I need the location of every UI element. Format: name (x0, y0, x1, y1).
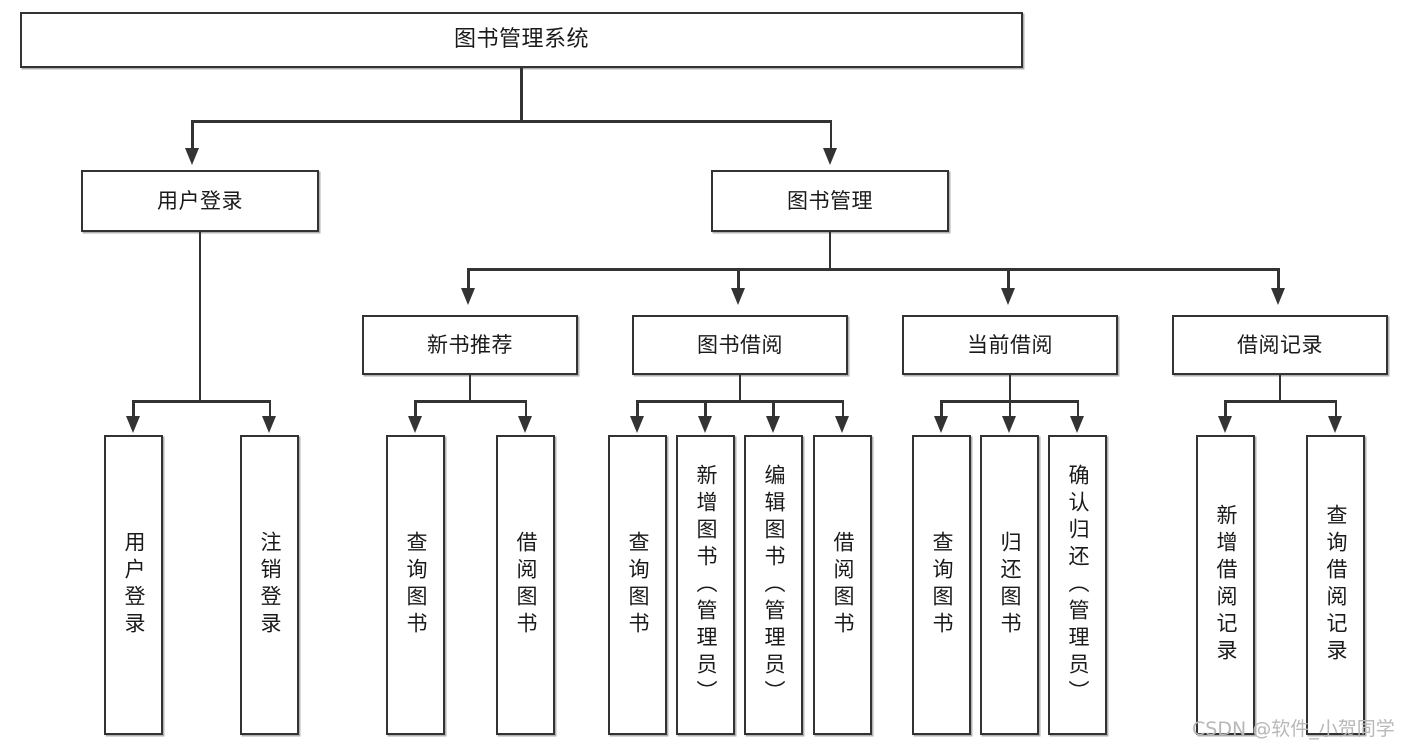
node-label: 新增借阅记录 (1214, 504, 1238, 666)
connector-new-book-leaf-drop-2 (524, 400, 527, 416)
connector-user-login-stem (198, 232, 201, 402)
arrow-to-leaf-query-book-2 (629, 416, 644, 433)
connector-borrow-record-leaf-drop-2 (1334, 400, 1337, 416)
leaf-query-book-borrow[interactable]: 查询图书 (608, 435, 667, 735)
leaf-edit-book[interactable]: 编辑图书（管理员） (744, 435, 803, 735)
node-label: 查询图书 (626, 531, 650, 639)
arrow-to-leaf-return-book (1002, 416, 1016, 433)
arrow-to-leaf-borrow-book-2 (835, 416, 849, 433)
node-label: 查询借阅记录 (1324, 504, 1348, 666)
connector-user-login-leaf-drop-1 (132, 400, 135, 416)
arrow-to-user-login (184, 148, 199, 165)
arrow-to-leaf-query-book-3 (933, 416, 948, 433)
node-book-management[interactable]: 图书管理 (711, 170, 949, 232)
arrow-to-new-book-recommend (460, 288, 475, 305)
leaf-add-borrow-record[interactable]: 新增借阅记录 (1196, 435, 1255, 735)
node-label: 归还图书 (998, 531, 1022, 639)
arrow-to-leaf-borrow-book-1 (518, 416, 532, 433)
connector-book-borrow-leaf-bus (636, 400, 844, 403)
connector-level3-bus (467, 268, 1280, 271)
connector-user-login-leaf-bus (132, 400, 271, 403)
node-label: 新书推荐 (427, 332, 513, 357)
connector-borrow-record-leaf-drop-1 (1224, 400, 1227, 416)
leaf-return-book[interactable]: 归还图书 (980, 435, 1039, 735)
arrow-to-leaf-add-borrow-record (1217, 416, 1232, 433)
connector-borrow-record-leaf-bus (1224, 400, 1337, 403)
node-label: 借阅图书 (831, 531, 855, 639)
arrow-to-leaf-edit-book (765, 416, 780, 433)
connector-user-login-leaf-drop-2 (268, 400, 271, 416)
node-root-book-management-system[interactable]: 图书管理系统 (20, 12, 1023, 68)
node-label: 查询图书 (404, 531, 428, 639)
node-label: 图书管理系统 (453, 27, 589, 53)
leaf-user-login[interactable]: 用户登录 (104, 435, 163, 735)
leaf-confirm-return[interactable]: 确认归还（管理员） (1048, 435, 1107, 735)
arrow-to-book-management (823, 148, 837, 165)
connector-book-borrow-leaf-drop-3 (772, 400, 775, 416)
arrow-to-current-borrow (1000, 288, 1015, 305)
node-label: 当前借阅 (967, 332, 1053, 357)
connector-new-book-stem (468, 375, 471, 402)
node-borrow-record[interactable]: 借阅记录 (1172, 315, 1388, 375)
node-label: 图书借阅 (697, 332, 783, 357)
arrow-to-leaf-user-login (125, 416, 140, 433)
node-current-borrow[interactable]: 当前借阅 (902, 315, 1118, 375)
node-book-borrow[interactable]: 图书借阅 (632, 315, 848, 375)
connector-level2-drop-right (829, 120, 832, 148)
connector-book-borrow-leaf-drop-2 (704, 400, 707, 416)
arrow-to-leaf-add-book (697, 416, 712, 433)
node-label: 注销登录 (258, 531, 282, 639)
node-label: 图书管理 (787, 188, 873, 213)
node-label: 用户登录 (122, 531, 146, 639)
leaf-query-borrow-record[interactable]: 查询借阅记录 (1306, 435, 1365, 735)
connector-new-book-leaf-drop-1 (414, 400, 417, 416)
connector-current-borrow-stem (1008, 375, 1011, 402)
node-label: 新增图书（管理员） (694, 463, 718, 707)
node-label: 借阅图书 (514, 531, 538, 639)
connector-book-management-stem (828, 232, 831, 270)
connector-level3-drop-1 (467, 268, 470, 288)
connector-new-book-leaf-bus (414, 400, 527, 403)
node-new-book-recommend[interactable]: 新书推荐 (362, 315, 578, 375)
connector-level2-drop-left (191, 120, 194, 148)
node-label: 确认归还（管理员） (1066, 463, 1090, 707)
connector-book-borrow-leaf-drop-1 (636, 400, 639, 416)
connector-root-stem (520, 68, 523, 120)
arrow-to-leaf-query-borrow-record (1328, 416, 1342, 433)
connector-book-borrow-stem (738, 375, 741, 402)
leaf-query-book-current[interactable]: 查询图书 (912, 435, 971, 735)
connector-borrow-record-stem (1278, 375, 1281, 402)
connector-current-borrow-leaf-drop-3 (1076, 400, 1079, 416)
node-label: 查询图书 (930, 531, 954, 639)
node-label: 借阅记录 (1237, 332, 1323, 357)
arrow-to-book-borrow (730, 288, 745, 305)
leaf-borrow-book-recommend[interactable]: 借阅图书 (496, 435, 555, 735)
node-label: 编辑图书（管理员） (762, 463, 786, 707)
arrow-to-leaf-logout (262, 416, 276, 433)
connector-level2-bus (191, 120, 832, 123)
watermark-text: CSDN @软件_小贺同学 (1192, 718, 1395, 740)
connector-level3-drop-4 (1277, 268, 1280, 288)
connector-level3-drop-3 (1007, 268, 1010, 288)
leaf-logout[interactable]: 注销登录 (240, 435, 299, 735)
connector-current-borrow-leaf-drop-1 (940, 400, 943, 416)
connector-current-borrow-leaf-drop-2 (1008, 400, 1011, 416)
node-user-login[interactable]: 用户登录 (81, 170, 319, 232)
arrow-to-borrow-record (1270, 288, 1285, 305)
node-label: 用户登录 (157, 188, 243, 213)
arrow-to-leaf-query-book-1 (407, 416, 422, 433)
arrow-to-leaf-confirm-return (1070, 416, 1084, 433)
connector-book-borrow-leaf-drop-4 (841, 400, 844, 416)
leaf-query-book-recommend[interactable]: 查询图书 (386, 435, 445, 735)
leaf-add-book[interactable]: 新增图书（管理员） (676, 435, 735, 735)
connector-level3-drop-2 (737, 268, 740, 288)
leaf-borrow-book[interactable]: 借阅图书 (813, 435, 872, 735)
